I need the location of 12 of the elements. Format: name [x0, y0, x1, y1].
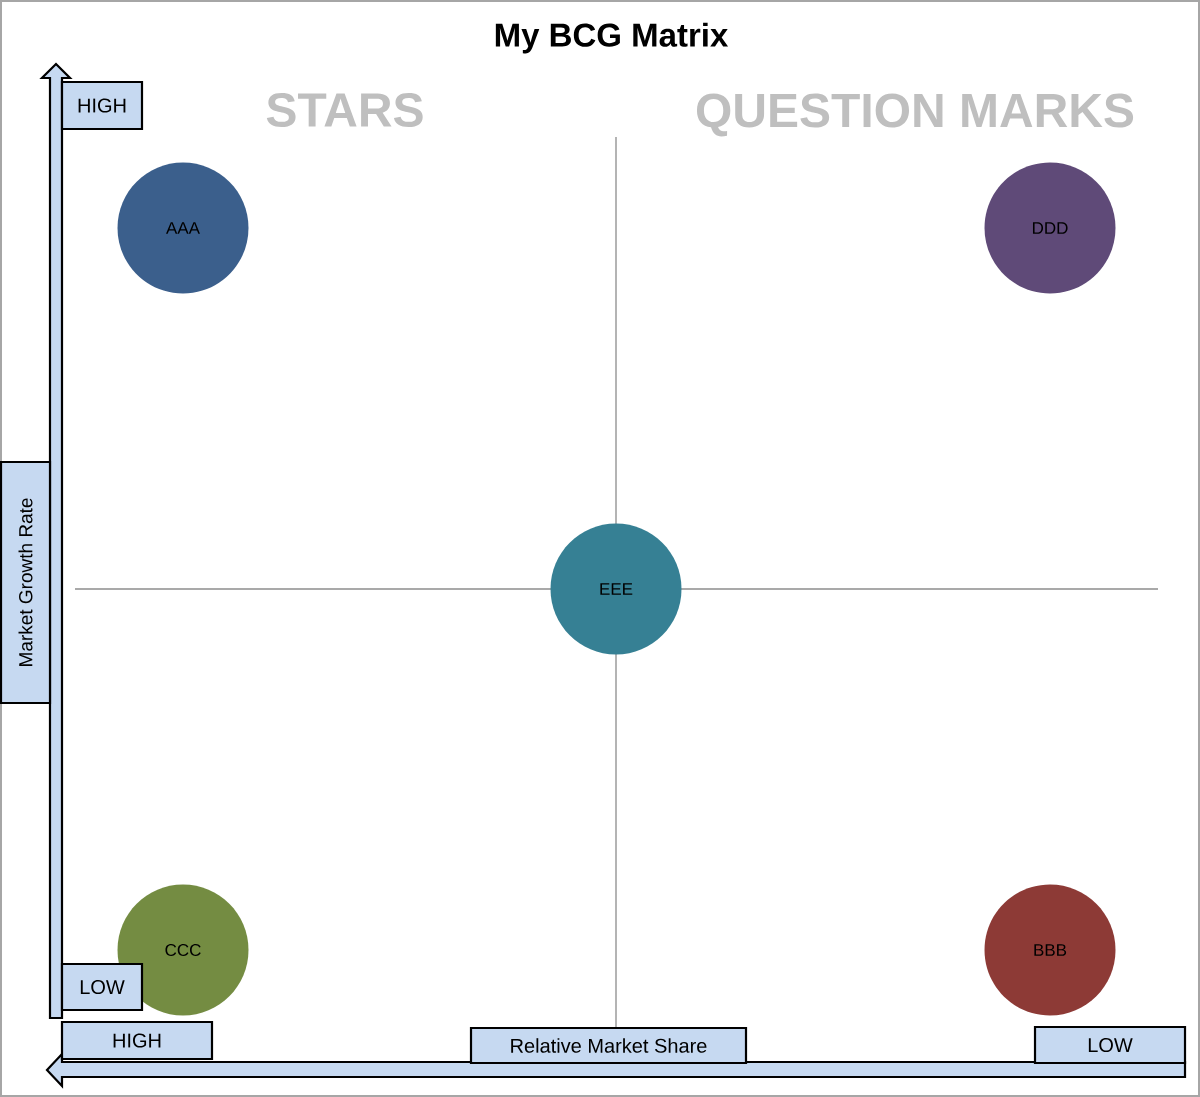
- bubble: DDD: [984, 162, 1116, 294]
- bubble: BBB: [984, 884, 1116, 1016]
- bubble: EEE: [550, 523, 682, 655]
- bubble: AAA: [117, 162, 249, 294]
- axis-label: HIGH: [60, 1020, 214, 1061]
- axis-label: Market Growth Rate: [0, 460, 52, 705]
- axis-label: HIGH: [60, 80, 144, 131]
- axis-label: LOW: [1033, 1025, 1187, 1065]
- title: My BCG Matrix: [495, 22, 729, 54]
- axis-label: Relative Market Share: [469, 1026, 748, 1065]
- quadrant-label: STARS: [266, 93, 423, 127]
- axis-label: LOW: [60, 962, 144, 1012]
